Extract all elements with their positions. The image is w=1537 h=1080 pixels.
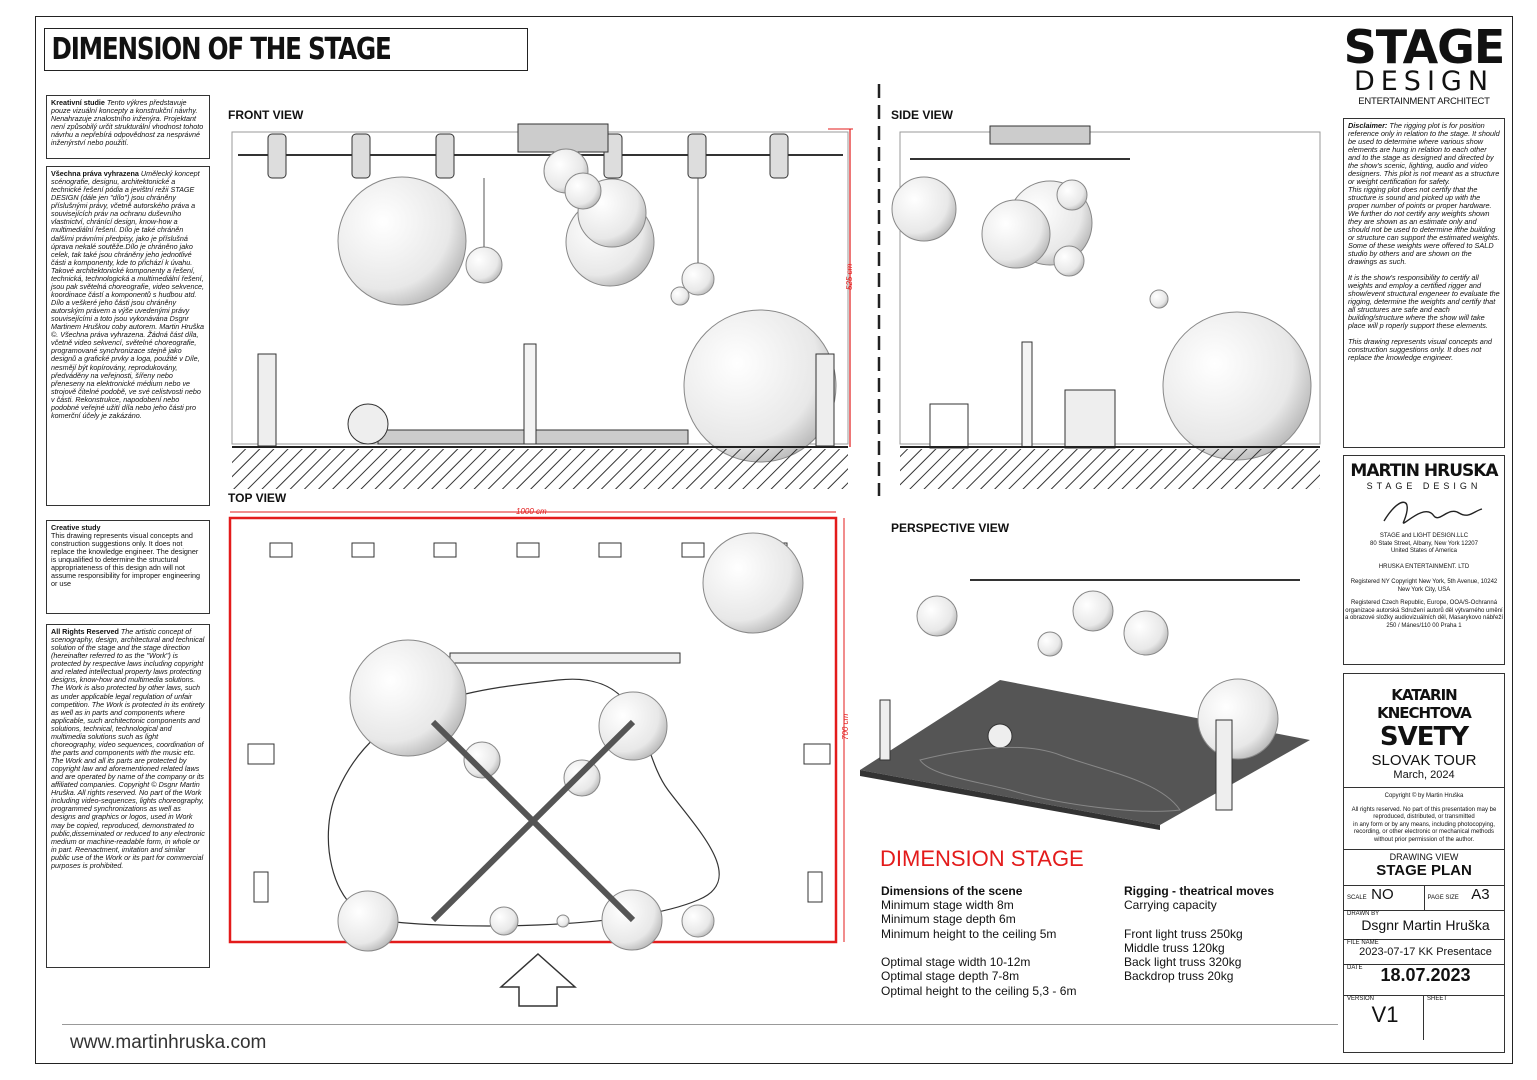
drawing-view-label: DRAWING VIEW (1389, 852, 1459, 862)
file-name-cell: FILE NAME 2023-07-17 KK Presentace (1344, 939, 1504, 964)
company-line: Registered Czech Republic, Europe, OOA/S… (1344, 600, 1504, 629)
sheet-cell: SHEET (1424, 996, 1504, 1040)
rigging-info: Rigging - theatrical moves Carrying capa… (1124, 884, 1324, 984)
date-value: 18.07.2023 (1380, 965, 1471, 985)
drawn-by-cell: DRAWN BY Dsgnr Martin Hruška (1344, 910, 1504, 939)
note-prava: Všechna práva vyhrazena Umělecký koncept… (46, 166, 210, 506)
rights-text: All rights reserved. No part of this pre… (1351, 806, 1497, 821)
rigging-line-spacer (1124, 912, 1324, 926)
perspective-view-drawing (860, 579, 1310, 830)
note-creative-body: This drawing represents visual concepts … (51, 531, 201, 589)
front-view-label: FRONT VIEW (228, 108, 304, 122)
front-arrow-icon (499, 952, 577, 1007)
drawing-view-value: STAGE PLAN (1376, 862, 1472, 879)
company-box: MARTIN HRUSKA STAGE DESIGN STAGE and LIG… (1343, 455, 1505, 665)
file-name-value: 2023-07-17 KK Presentace (1359, 946, 1492, 958)
scale-label: SCALE (1347, 895, 1367, 901)
file-name-label: FILE NAME (1347, 940, 1379, 946)
rigging-line: Back light truss 320kg (1124, 955, 1242, 970)
height-dimension: 525 cm (845, 263, 854, 290)
note-rights: All Rights Reserved The artistic concept… (46, 624, 210, 968)
note-rights-body: The artistic concept of scenography, des… (51, 627, 205, 870)
rights-text-2: in any form or by any means, including p… (1353, 821, 1495, 843)
view-divider (877, 84, 881, 496)
scene-line: Optimal height to the ceiling 5,3 - 6m (881, 983, 1077, 998)
company-line: HRUSKA ENTERTAINMENT. LTD (1378, 563, 1470, 570)
logo-line2: DESIGN (1353, 66, 1495, 97)
side-view-label: SIDE VIEW (891, 108, 954, 122)
footer-divider (62, 1024, 1338, 1025)
signature-icon (1383, 501, 1483, 524)
perspective-view-label: PERSPECTIVE VIEW (891, 521, 1010, 535)
company-line: United States of America (1390, 548, 1458, 554)
website-link[interactable]: www.martinhruska.com (70, 1032, 267, 1053)
top-view-label: TOP VIEW (228, 491, 287, 505)
scene-line-spacer (881, 941, 1111, 955)
rigging-line: Middle truss 120kg (1124, 940, 1225, 955)
rigging-head: Rigging - theatrical moves (1124, 884, 1275, 898)
disclaimer-head: Disclaimer: (1348, 121, 1388, 130)
note-kreativni-body: Tento výkres představuje pouze vizuální … (51, 98, 204, 148)
note-kreativni: Kreativní studie Tento výkres představuj… (46, 95, 210, 159)
page-size-label: PAGE SIZE (1427, 895, 1459, 901)
disclaimer-p2: This rigging plot does not certify that … (1348, 185, 1500, 267)
scene-dimensions: Dimensions of the scene Minimum stage wi… (881, 884, 1111, 998)
depth-dimension: 700 cm (841, 713, 850, 740)
disclaimer-p4: This drawing represents visual concepts … (1348, 337, 1492, 363)
note-creative-head: Creative study (51, 523, 101, 532)
width-dimension: 1000 cm (516, 507, 547, 516)
date-cell: DATE 18.07.2023 (1344, 964, 1504, 995)
rigging-line: Carrying capacity (1124, 898, 1217, 912)
company-name: MARTIN HRUSKA (1350, 461, 1498, 481)
note-rights-head: All Rights Reserved (51, 627, 119, 636)
note-kreativni-head: Kreativní studie (51, 98, 105, 107)
disclaimer-p1: The rigging plot is for position referen… (1348, 121, 1500, 187)
sheet-title: DIMENSION OF THE STAGE (51, 32, 392, 67)
rigging-line: Front light truss 250kg (1124, 926, 1243, 941)
tour-name: SLOVAK TOUR (1371, 752, 1477, 769)
version-value: V1 (1371, 1002, 1399, 1027)
logo-line1: STAGE (1343, 20, 1506, 74)
sheet-label: SHEET (1427, 996, 1448, 1002)
scene-line: Minimum stage width 8m (881, 898, 1014, 912)
disclaimer-p3: It is the show's responsibility to certi… (1348, 273, 1500, 331)
note-creative: Creative study This drawing represents v… (46, 520, 210, 614)
tour-date: March, 2024 (1393, 769, 1455, 781)
stage-design-logo: STAGE DESIGN ENTERTAINMENT ARCHITECT (1343, 20, 1506, 107)
dimension-stage-title: DIMENSION STAGE (880, 846, 1084, 871)
drawn-by-value: Dsgnr Martin Hruška (1361, 917, 1490, 933)
drawn-by-label: DRAWN BY (1347, 911, 1380, 917)
note-prava-head: Všechna práva vyhrazena (51, 169, 139, 178)
scene-line: Minimum stage depth 6m (881, 912, 1016, 927)
front-view-drawing (231, 123, 853, 489)
scene-line: Minimum height to the ceiling 5m (881, 926, 1057, 941)
note-prava-body: Umělecký koncept scénografie, designu, a… (51, 169, 205, 420)
scale-value: NO (1371, 886, 1394, 903)
company-line: Registered NY Copyright New York, 5th Av… (1350, 579, 1498, 585)
sheet-title-box: DIMENSION OF THE STAGE (44, 28, 528, 71)
side-view-drawing (891, 125, 1321, 489)
company-subtitle: STAGE DESIGN (1366, 481, 1482, 491)
copyright-text: Copyright © by Martin Hruška (1384, 793, 1464, 799)
show-name: SVETY (1379, 722, 1469, 752)
date-label: DATE (1347, 965, 1363, 971)
title-block: KATARIN KNECHTOVA SVETY SLOVAK TOUR Marc… (1343, 673, 1505, 1053)
logo-line3: ENTERTAINMENT ARCHITECT (1358, 96, 1490, 107)
rigging-line: Backdrop truss 20kg (1124, 969, 1234, 984)
page-size-cell: PAGE SIZE A3 (1425, 886, 1505, 910)
top-view-drawing (228, 511, 845, 952)
company-line: New York City, USA (1397, 586, 1451, 593)
company-line: 80 State Street, Albany, New York 12207 (1370, 540, 1478, 547)
drawing-frame (35, 16, 1513, 1064)
scene-line: Optimal stage width 10-12m (881, 955, 1031, 970)
artist-name: KATARIN KNECHTOVA (1377, 686, 1472, 722)
scale-cell: SCALE NO (1344, 886, 1425, 910)
company-line: STAGE and LIGHT DESIGN.LLC (1379, 533, 1469, 539)
scene-dimensions-head: Dimensions of the scene (881, 884, 1023, 898)
version-label: VERSION (1347, 996, 1375, 1002)
disclaimer-box: Disclaimer: The rigging plot is for posi… (1343, 118, 1505, 448)
page-size-value: A3 (1471, 886, 1490, 903)
version-cell: VERSION V1 (1344, 996, 1424, 1040)
scene-line: Optimal stage depth 7-8m (881, 969, 1020, 984)
